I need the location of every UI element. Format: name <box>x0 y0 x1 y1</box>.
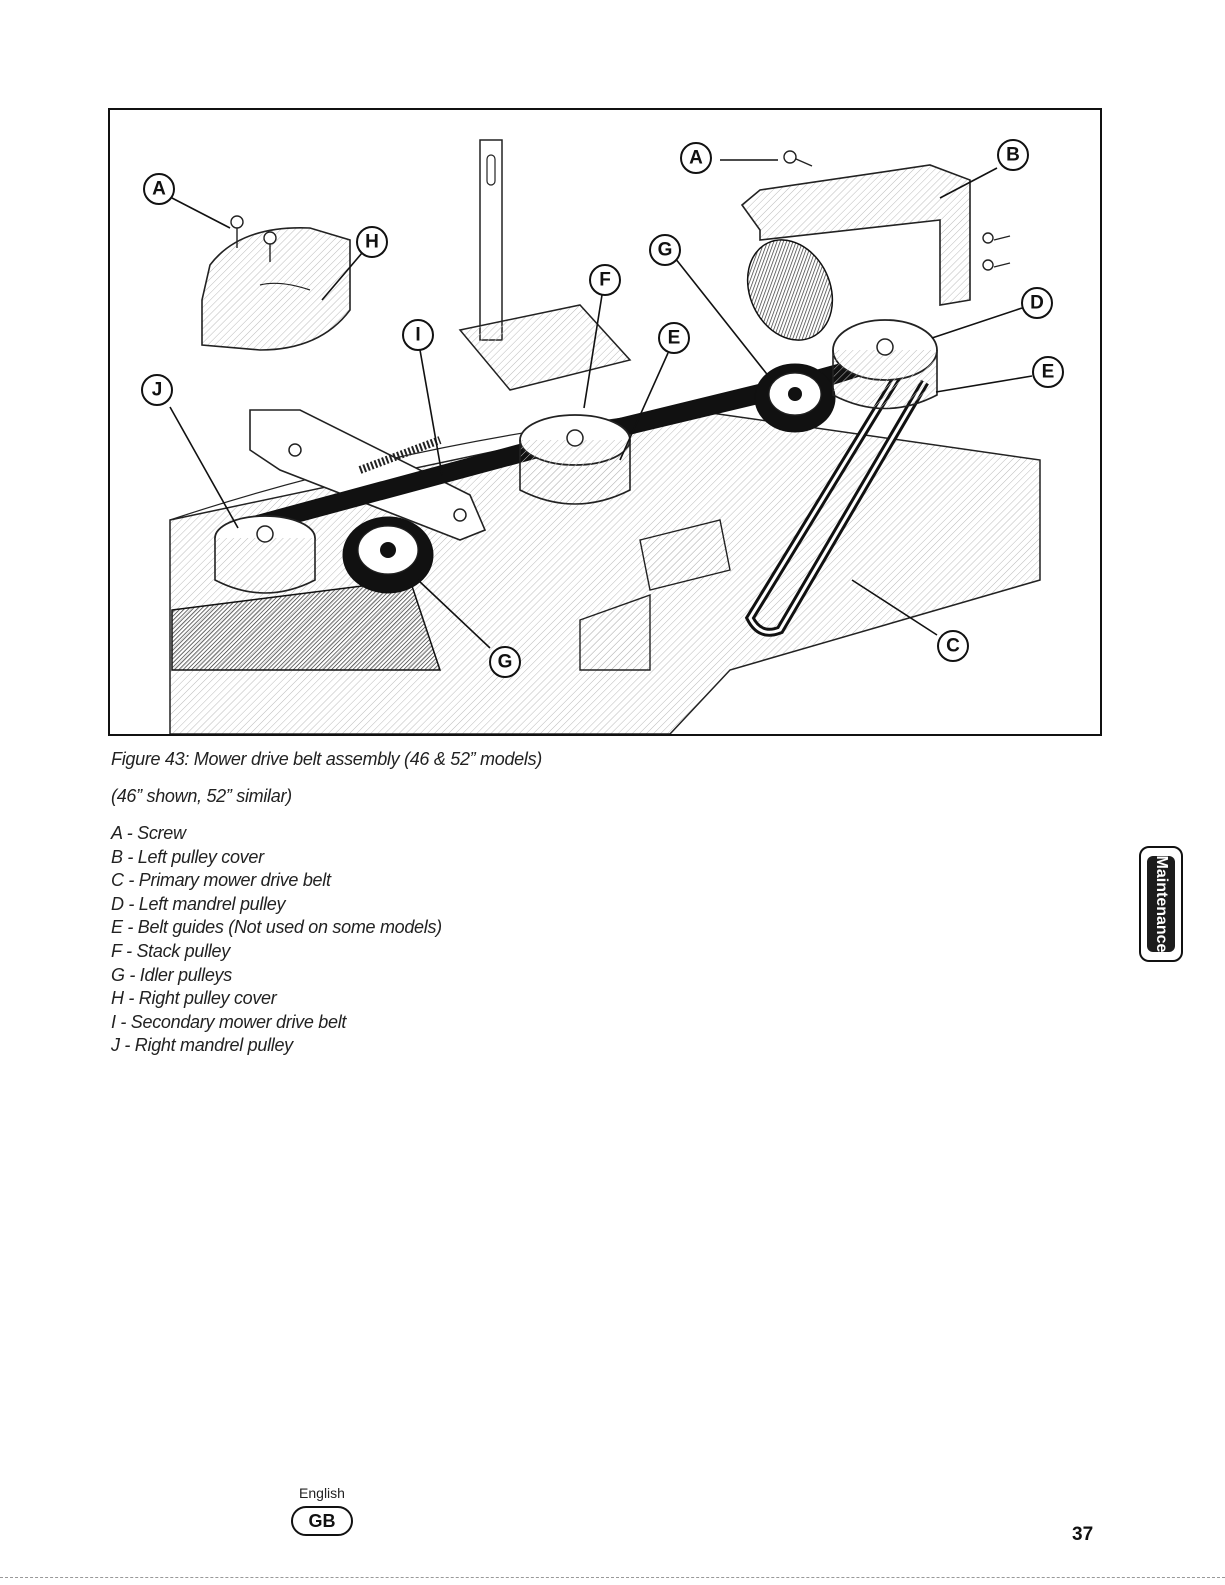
svg-text:G: G <box>498 652 513 673</box>
callout-a: A <box>680 142 712 174</box>
belt-assembly-illustration: A A B H G F I E D E J G <box>141 139 1064 734</box>
section-tab-label: Maintenance <box>1153 855 1170 953</box>
legend-item: H - Right pulley cover <box>111 988 277 1009</box>
figure-caption: Figure 43: Mower drive belt assembly (46… <box>111 749 542 769</box>
svg-text:E: E <box>1042 362 1055 383</box>
svg-text:J: J <box>152 380 163 401</box>
idler-pulley-upper <box>754 363 836 433</box>
svg-text:E: E <box>668 328 681 349</box>
svg-text:A: A <box>152 179 166 200</box>
left-mandrel-pulley <box>832 319 938 410</box>
parts-legend: A - Screw B - Left pulley cover C - Prim… <box>111 822 442 1058</box>
callout-d: D <box>1021 287 1053 319</box>
svg-text:A: A <box>689 148 703 169</box>
callout-f: F <box>589 264 621 296</box>
svg-text:D: D <box>1030 293 1044 314</box>
callout-c: C <box>937 630 969 662</box>
svg-text:G: G <box>658 240 673 261</box>
screw-icon <box>230 150 1011 271</box>
callout-h: H <box>356 226 388 258</box>
callout-a: A <box>143 173 175 205</box>
svg-text:I: I <box>415 325 420 346</box>
legend-item: E - Belt guides (Not used on some models… <box>111 917 442 938</box>
right-mandrel-pulley <box>214 515 316 594</box>
figure-frame: A A B H G F I E D E J G <box>108 108 1102 736</box>
svg-text:F: F <box>599 270 611 291</box>
callout-e: E <box>1032 356 1064 388</box>
right-pulley-cover <box>201 227 351 351</box>
svg-text:C: C <box>946 636 960 657</box>
callout-g: G <box>649 234 681 266</box>
callout-j: J <box>141 374 173 406</box>
section-tab-maintenance: Maintenance <box>1139 846 1183 962</box>
legend-item: C - Primary mower drive belt <box>111 870 331 891</box>
idler-pulley-lower <box>342 516 434 594</box>
stack-pulley <box>519 414 631 505</box>
callout-e: E <box>658 322 690 354</box>
idler-arm <box>249 409 487 541</box>
legend-item: F - Stack pulley <box>111 940 230 961</box>
callout-b: B <box>997 139 1029 171</box>
callout-g: G <box>489 646 521 678</box>
page-number: 37 <box>1072 1524 1094 1545</box>
language-label: English <box>299 1485 345 1501</box>
legend-item: I - Secondary mower drive belt <box>111 1011 347 1032</box>
legend-item: G - Idler pulleys <box>111 964 232 985</box>
language-badge: GB <box>291 1506 353 1536</box>
bottom-rule <box>0 1577 1225 1578</box>
legend-item: D - Left mandrel pulley <box>111 893 286 914</box>
deck-wheel <box>746 239 834 341</box>
svg-text:H: H <box>365 232 379 253</box>
callout-i: I <box>402 319 434 351</box>
legend-item: B - Left pulley cover <box>111 846 264 867</box>
legend-item: J - Right mandrel pulley <box>111 1035 293 1056</box>
figure-subcaption: (46” shown, 52” similar) <box>111 786 292 806</box>
svg-text:B: B <box>1006 145 1020 166</box>
left-pulley-cover <box>740 164 971 306</box>
legend-item: A - Screw <box>111 823 186 843</box>
callout-leaders <box>169 159 1033 649</box>
